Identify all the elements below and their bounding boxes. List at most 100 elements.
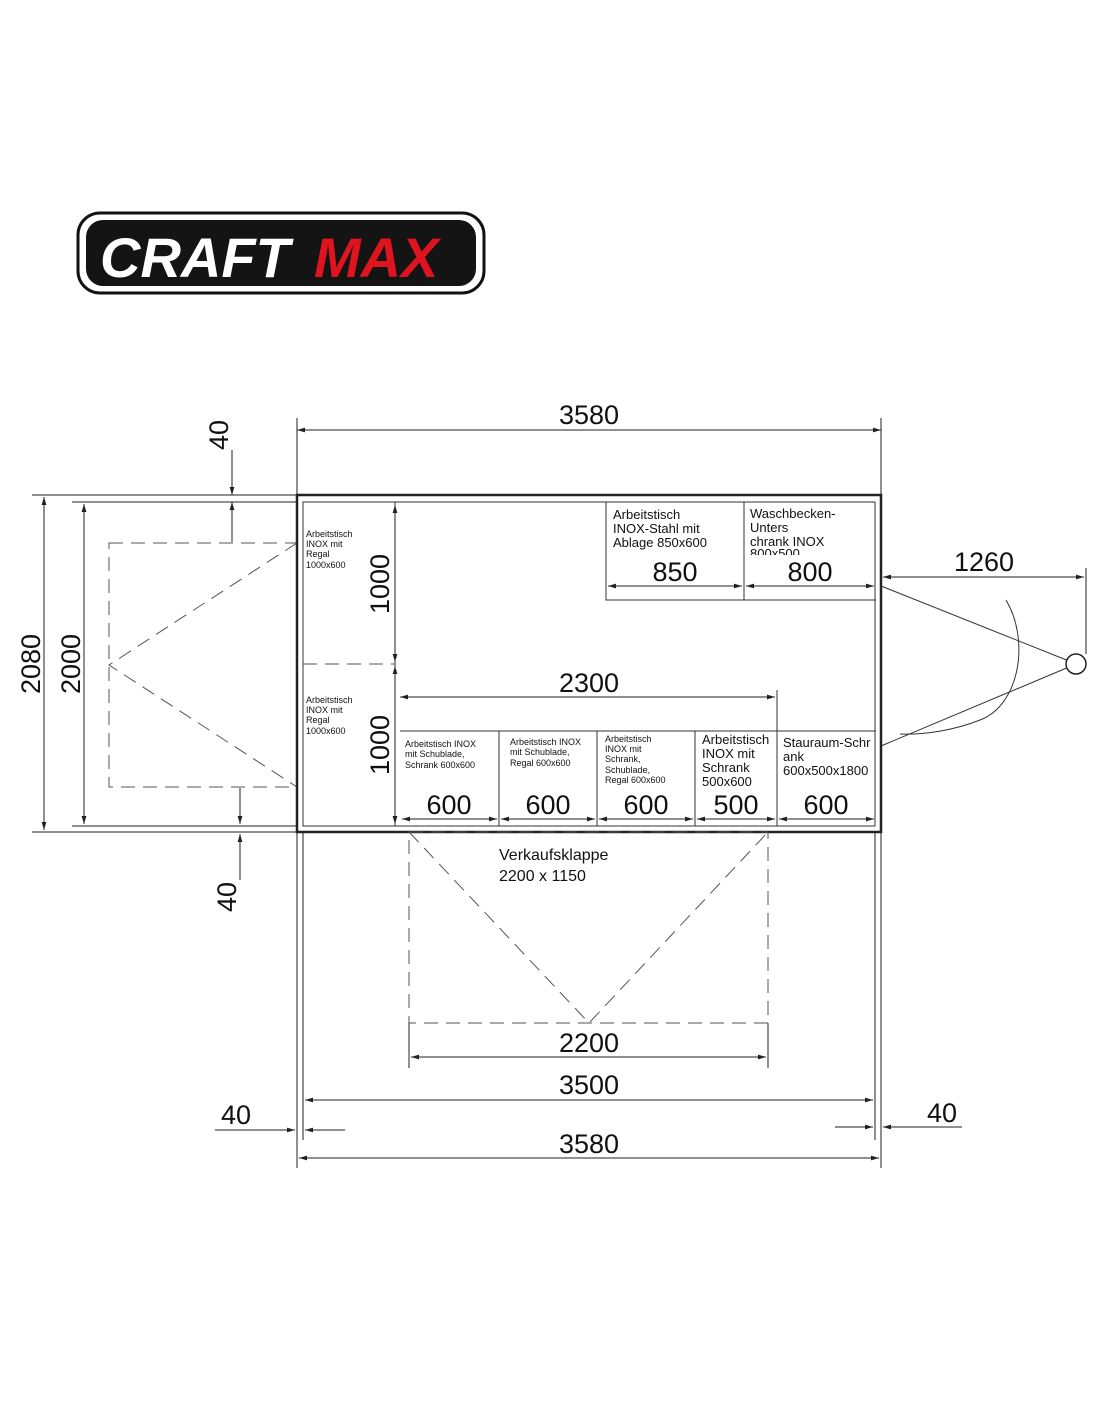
flap-size: 2200 x 1150	[499, 868, 586, 885]
svg-text:mit Schublade,: mit Schublade,	[510, 747, 570, 757]
label-top-table-2: INOX-Stahl mit	[613, 521, 700, 536]
dimension-left-top-offset: 40	[32, 420, 297, 542]
label-b3-5: Regal 600x600	[605, 775, 666, 785]
dimension-2300: 2300	[400, 668, 778, 826]
svg-text:Regal 600x600: Regal 600x600	[510, 758, 571, 768]
label-left-bottom-1: Arbeitstisch	[306, 695, 353, 705]
drawbar: 1260	[880, 547, 1087, 747]
svg-text:Arbeitstisch: Arbeitstisch	[306, 695, 353, 705]
dim-top-3580: 3580	[559, 400, 619, 430]
logo-text-max: MAX	[314, 226, 442, 289]
svg-text:Schrank: Schrank	[702, 760, 750, 775]
dim-600-c: 600	[623, 790, 668, 820]
svg-text:ank: ank	[783, 749, 804, 764]
svg-text:Arbeitstisch INOX: Arbeitstisch INOX	[510, 737, 581, 747]
svg-text:Ablage 850x600: Ablage 850x600	[613, 535, 707, 550]
label-left-bottom-4: 1000x600	[306, 726, 346, 736]
label-b4-1: Arbeitstisch	[702, 732, 769, 747]
svg-text:Schublade,: Schublade,	[605, 765, 650, 775]
dim-3500: 3500	[559, 1070, 619, 1100]
svg-text:Regal: Regal	[306, 715, 330, 725]
top-counters: 850 800 Arbeitstisch INOX-Stahl mit Abla…	[605, 502, 876, 601]
svg-text:Arbeitstisch: Arbeitstisch	[702, 732, 769, 747]
dimension-top-length: 3580	[296, 400, 882, 495]
dim-1000-bottom: 1000	[365, 715, 395, 775]
label-b3-2: INOX mit	[605, 744, 642, 754]
dim-40-left: 40	[221, 1100, 251, 1130]
dim-2000: 2000	[56, 634, 86, 694]
svg-text:600x500x1800: 600x500x1800	[783, 763, 868, 778]
svg-text:INOX-Stahl mit: INOX-Stahl mit	[613, 521, 700, 536]
svg-text:Regal: Regal	[306, 549, 330, 559]
label-b3-4: Schublade,	[605, 765, 650, 775]
svg-text:1000x600: 1000x600	[306, 726, 346, 736]
dimension-left-1000s: 1000 1000	[365, 505, 398, 824]
svg-text:mit Schublade,: mit Schublade,	[405, 749, 465, 759]
label-b1-3: Schrank 600x600	[405, 760, 475, 770]
dim-bottom-3580: 3580	[559, 1129, 619, 1159]
label-top-table-1: Arbeitstisch	[613, 507, 680, 522]
svg-text:chrank INOX: chrank INOX	[750, 534, 825, 549]
logo-text-craft: CRAFT	[100, 226, 295, 289]
dim-500: 500	[713, 790, 758, 820]
label-b3-1: Arbeitstisch	[605, 734, 652, 744]
label-b3-3: Schrank,	[605, 754, 641, 764]
dim-40-right: 40	[927, 1098, 957, 1128]
dim-850: 850	[652, 557, 697, 587]
svg-text:INOX mit: INOX mit	[306, 705, 343, 715]
label-left-top-3: Regal	[306, 549, 330, 559]
svg-text:Arbeitstisch INOX: Arbeitstisch INOX	[405, 739, 476, 749]
label-b5-3: 600x500x1800	[783, 763, 868, 778]
dimension-left-bottom-offset: 40	[212, 788, 243, 912]
label-b1-2: mit Schublade,	[405, 749, 465, 759]
dim-600-a: 600	[426, 790, 471, 820]
label-sink-2: Unters	[750, 520, 789, 535]
svg-text:Schrank 600x600: Schrank 600x600	[405, 760, 475, 770]
dim-2200: 2200	[559, 1028, 619, 1058]
label-b2-1: Arbeitstisch INOX	[510, 737, 581, 747]
svg-text:Arbeitstisch: Arbeitstisch	[613, 507, 680, 522]
sales-flap: Verkaufsklappe 2200 x 1150	[408, 831, 769, 1024]
svg-text:INOX mit: INOX mit	[306, 539, 343, 549]
svg-text:Unters: Unters	[750, 520, 789, 535]
svg-text:Arbeitstisch: Arbeitstisch	[306, 529, 353, 539]
label-sink-1: Waschbecken-	[750, 506, 836, 521]
dimension-left-widths: 2080 2000	[16, 497, 297, 833]
label-left-top-2: INOX mit	[306, 539, 343, 549]
label-left-bottom-3: Regal	[306, 715, 330, 725]
left-door-swing	[108, 542, 298, 788]
label-sink-3: chrank INOX	[750, 534, 825, 549]
label-b4-4: 500x600	[702, 774, 752, 789]
label-left-bottom-2: INOX mit	[306, 705, 343, 715]
svg-text:Schrank,: Schrank,	[605, 754, 641, 764]
svg-text:800x500: 800x500	[750, 546, 800, 561]
dimension-bottom: 3500 40 40 3580	[215, 832, 962, 1168]
svg-text:Arbeitstisch: Arbeitstisch	[605, 734, 652, 744]
svg-text:INOX mit: INOX mit	[605, 744, 642, 754]
label-b1-1: Arbeitstisch INOX	[405, 739, 476, 749]
craftmax-logo: CRAFT MAX	[76, 211, 486, 295]
label-b2-2: mit Schublade,	[510, 747, 570, 757]
svg-text:INOX mit: INOX mit	[702, 746, 755, 761]
bottom-counters: 600 600 600 500 600 Arbeitstisch INOX mi…	[400, 730, 876, 826]
svg-text:1000x600: 1000x600	[306, 560, 346, 570]
dim-600-d: 600	[803, 790, 848, 820]
label-b5-2: ank	[783, 749, 804, 764]
svg-text:500x600: 500x600	[702, 774, 752, 789]
dimension-2200: 2200	[408, 1023, 769, 1068]
dim-2080: 2080	[16, 634, 46, 694]
label-left-top-1: Arbeitstisch	[306, 529, 353, 539]
dim-800: 800	[787, 557, 832, 587]
dim-1000-top: 1000	[365, 554, 395, 614]
dim-2300: 2300	[559, 668, 619, 698]
svg-text:Stauraum-Schr: Stauraum-Schr	[783, 735, 871, 750]
label-sink-4: 800x500	[750, 546, 800, 561]
left-bottom-counter: Arbeitstisch INOX mit Regal 1000x600	[306, 695, 353, 736]
label-b2-3: Regal 600x600	[510, 758, 571, 768]
left-top-counter: Arbeitstisch INOX mit Regal 1000x600	[306, 529, 353, 570]
label-b5-1: Stauraum-Schr	[783, 735, 871, 750]
label-left-top-4: 1000x600	[306, 560, 346, 570]
svg-text:Waschbecken-: Waschbecken-	[750, 506, 836, 521]
label-top-table-3: Ablage 850x600	[613, 535, 707, 550]
